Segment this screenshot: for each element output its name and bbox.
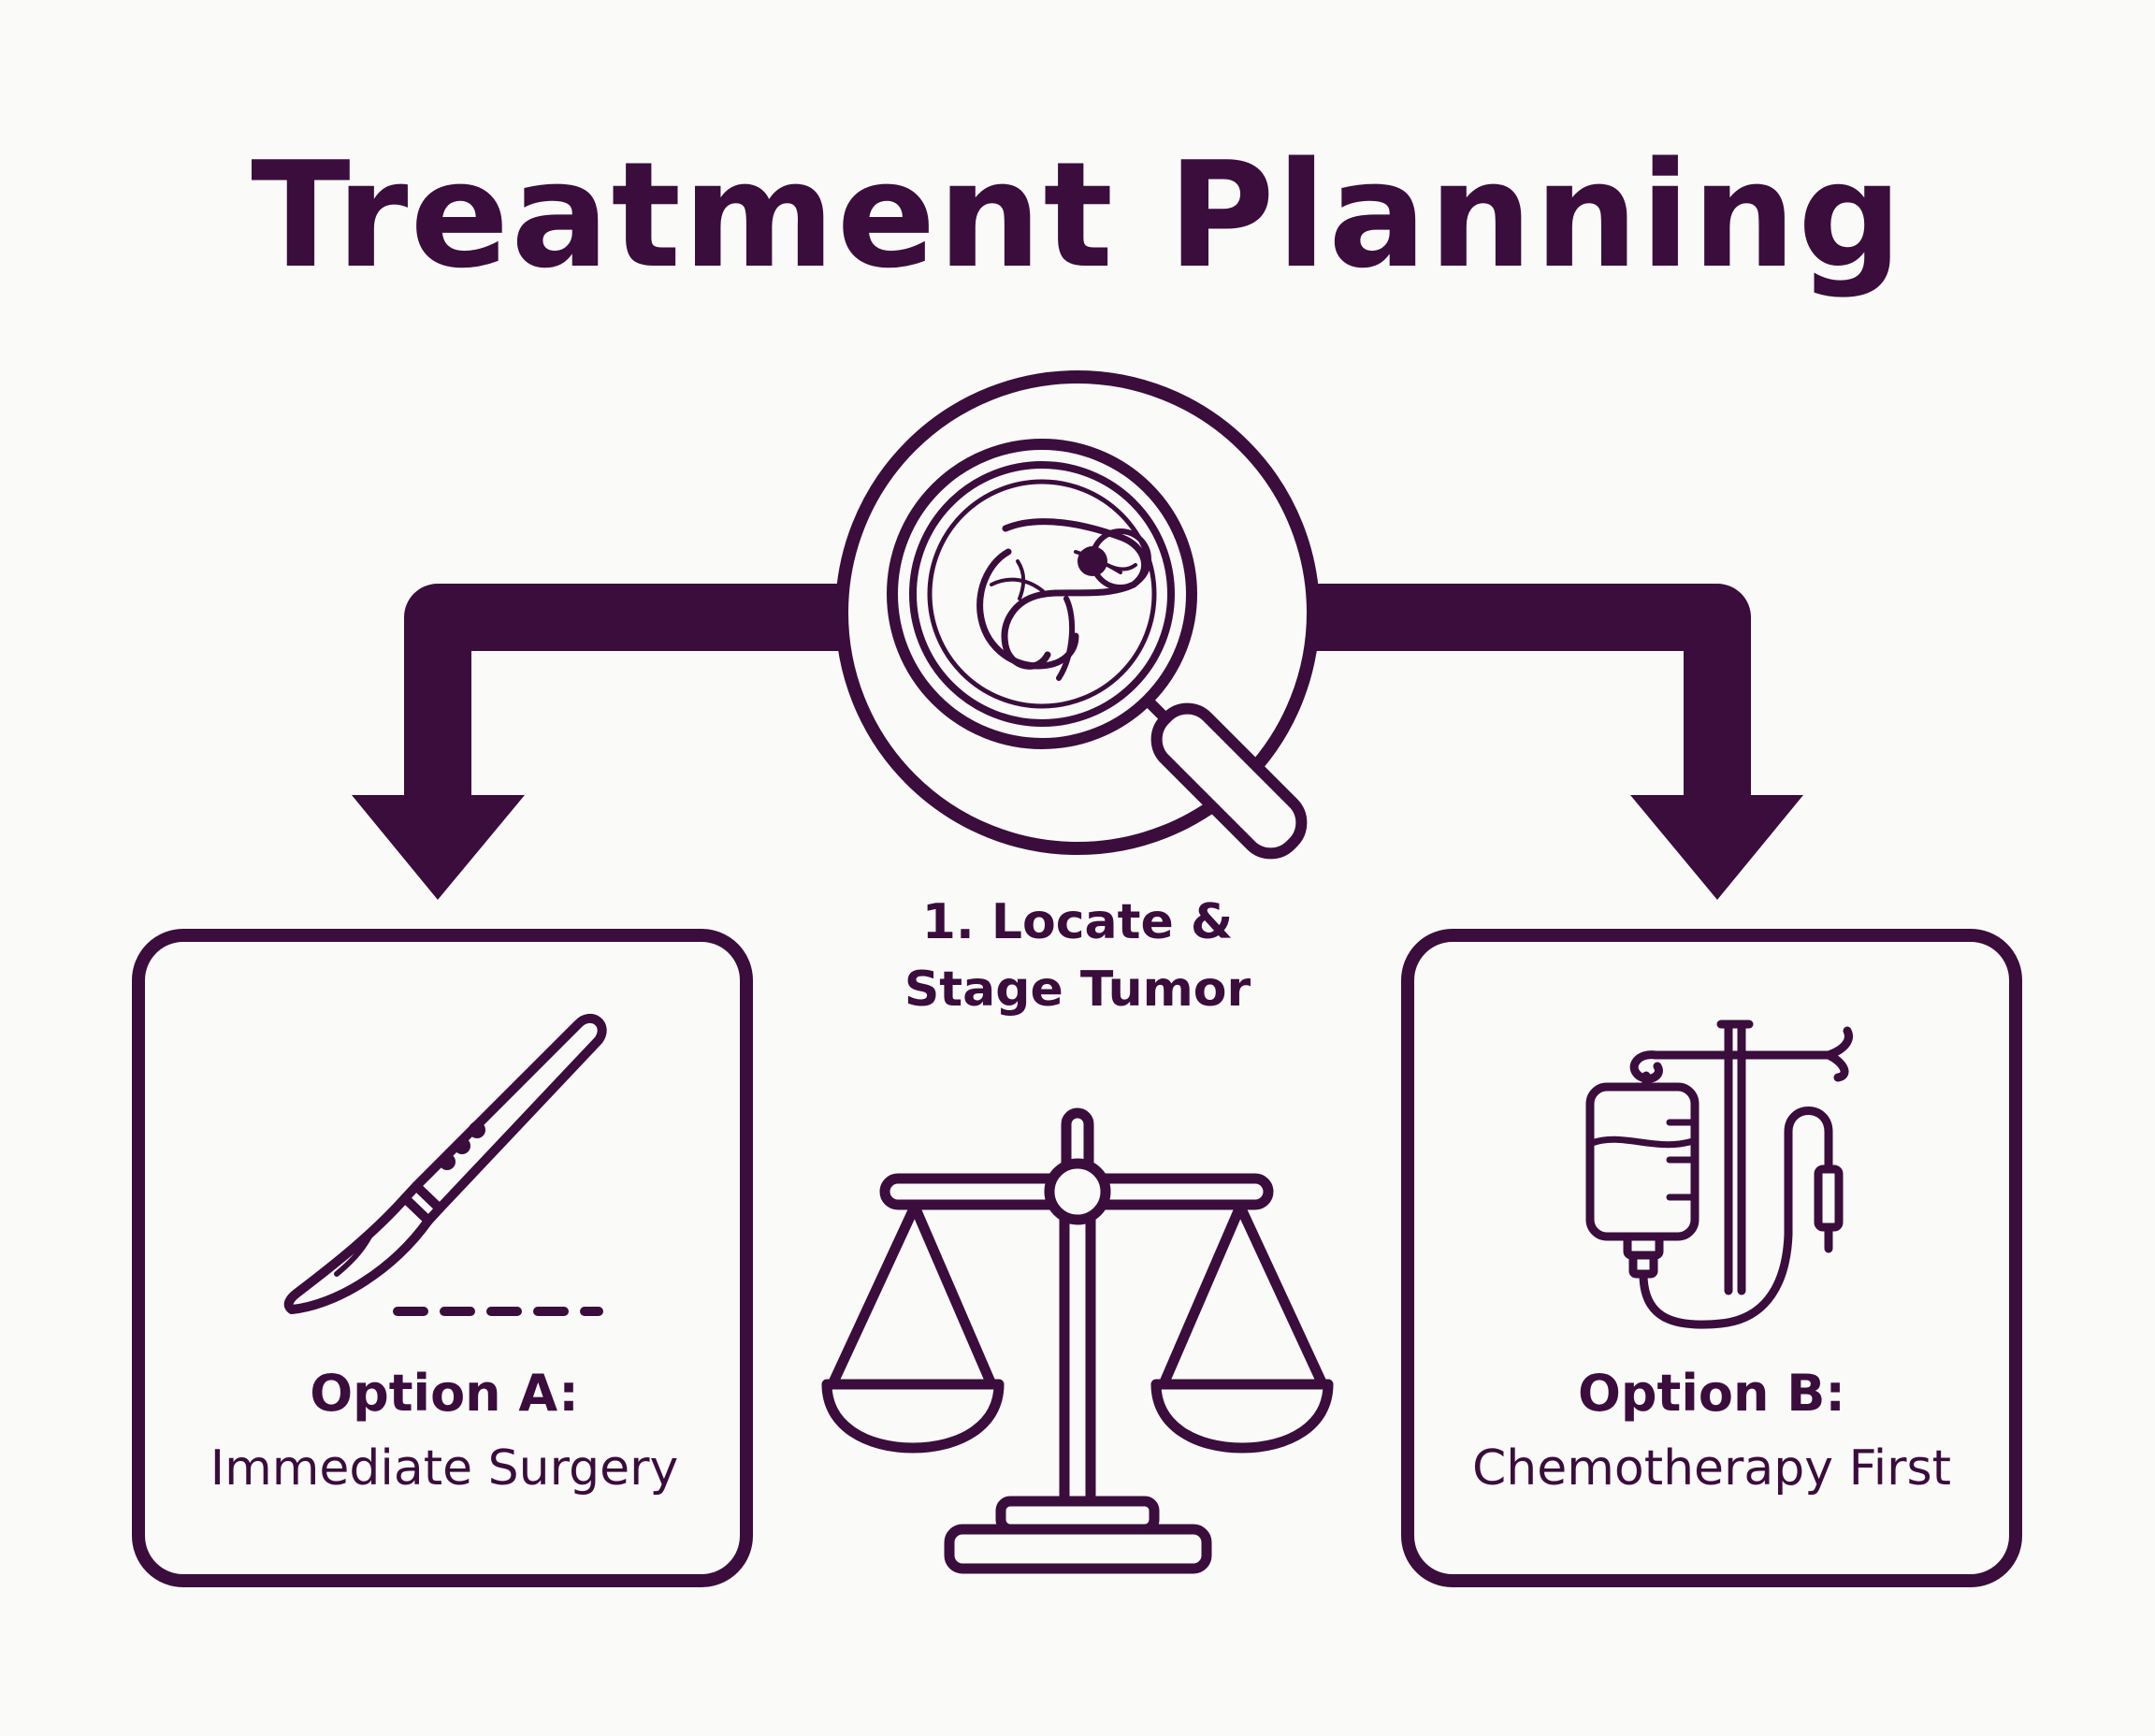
option-a-description: Immediate Surgery: [210, 1440, 679, 1497]
step-label-line1: 1. Locate &: [921, 894, 1234, 950]
arrow-left-connector: [404, 584, 842, 795]
option-a-heading: Option A:: [310, 1364, 579, 1423]
option-b-card: [1401, 929, 2022, 1587]
page-title: Treatment Planning: [251, 130, 1904, 300]
scalpel-icon: [283, 1013, 607, 1316]
option-b-label: Option B: Chemotherapy First: [1408, 1356, 2016, 1506]
balance-scale-icon: [821, 1107, 1334, 1574]
arrow-right-head: [1630, 795, 1803, 900]
iv-drip-icon: [1585, 1020, 1853, 1329]
option-b-description: Chemotherapy First: [1471, 1440, 1952, 1497]
option-a-card: [132, 929, 753, 1587]
step-label: 1. Locate & Stage Tumor: [797, 889, 1358, 1023]
arrow-left-head: [352, 795, 525, 900]
step-label-line2: Stage Tumor: [904, 962, 1251, 1018]
arrow-right-connector: [1313, 584, 1751, 795]
option-b-heading: Option B:: [1578, 1364, 1845, 1423]
magnifier-pancreas-icon: [835, 370, 1320, 860]
option-a-label: Option A: Immediate Surgery: [140, 1356, 748, 1506]
